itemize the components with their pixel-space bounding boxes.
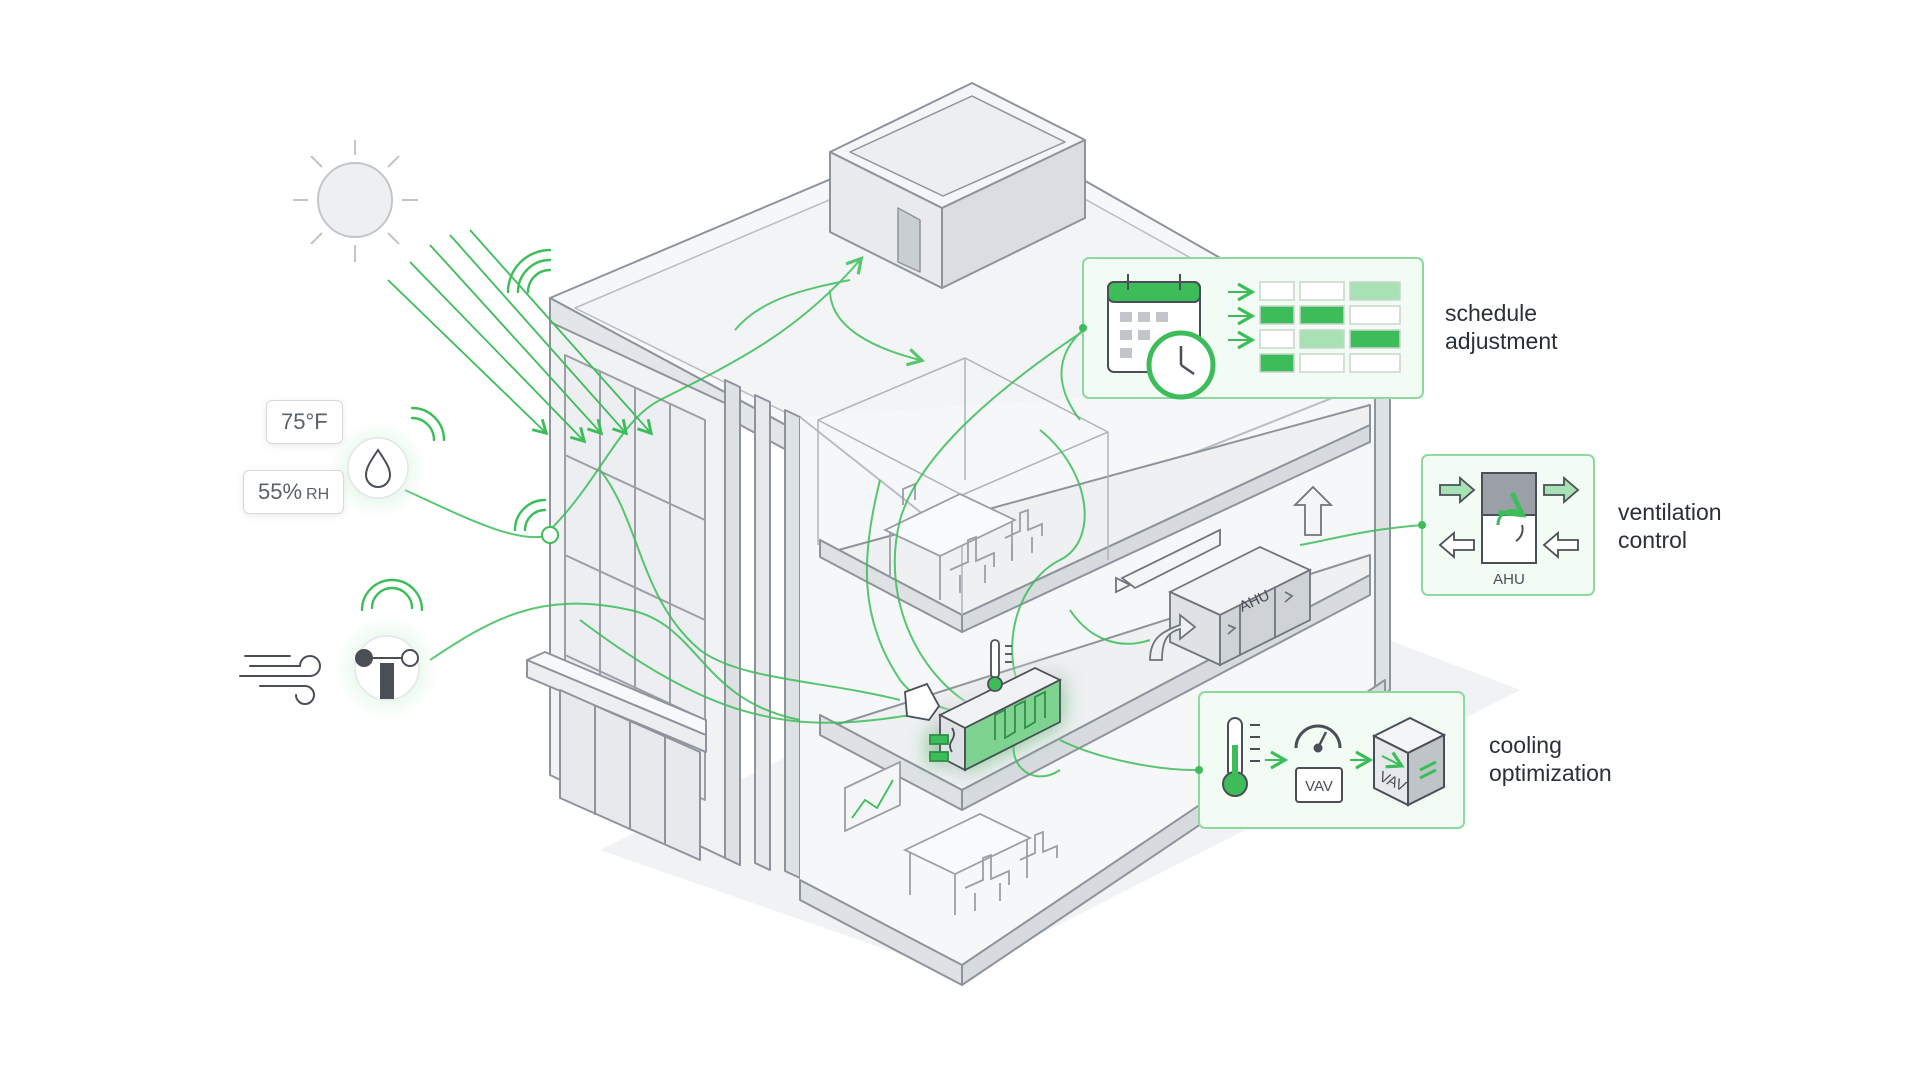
schedule-arrows: [1228, 282, 1256, 350]
callout-schedule-line1: schedule: [1445, 300, 1538, 326]
callout-schedule: schedule adjustment: [1445, 299, 1558, 355]
damper-icon: [904, 682, 941, 721]
humidity-sensor: [330, 422, 426, 518]
thermometer-icon: [1222, 717, 1260, 797]
data-flow-lines: [404, 256, 1423, 778]
schedule-panel: [1079, 257, 1424, 400]
humidity-unit: RH: [306, 486, 330, 503]
airflow-arrows: [1438, 476, 1580, 559]
thermometer-icon: [987, 639, 1012, 692]
callout-ventilation-line2: control: [1618, 527, 1688, 553]
vav-box: [1295, 767, 1343, 803]
callout-cooling-line2: optimization: [1489, 760, 1612, 786]
cooling-panel: [1195, 691, 1465, 829]
gauge-icon: [1294, 724, 1342, 753]
humidity-value: 55%: [258, 479, 303, 504]
office-desk-upper: [882, 482, 1043, 600]
callout-schedule-line2: adjustment: [1445, 328, 1558, 354]
vav-unit: [1371, 716, 1447, 807]
cooling-coil-unit: [929, 666, 1063, 772]
wind-icon: [239, 655, 321, 705]
ahu-unit-label: AHU: [1493, 571, 1525, 588]
office-desk-lower: [844, 760, 1058, 915]
anemometer-sensor: [335, 616, 439, 720]
ahu-unit: [1115, 485, 1334, 667]
anemometer-icon: [355, 649, 419, 699]
sun-icon: [293, 140, 418, 262]
callout-ventilation-line1: ventilation: [1618, 499, 1722, 525]
ventilation-panel: [1418, 454, 1595, 596]
wifi-signal-icon: [360, 248, 552, 612]
temperature-readout: 75°F: [266, 400, 343, 444]
callout-ventilation: ventilation control: [1618, 498, 1722, 554]
temperature-value: 75°F: [281, 409, 328, 434]
vav-label: VAV: [1305, 778, 1333, 795]
clock-icon: [1146, 330, 1216, 400]
callout-cooling: cooling optimization: [1489, 731, 1612, 787]
callout-cooling-line1: cooling: [1489, 732, 1562, 758]
sensor-node: [541, 526, 559, 544]
solar-rays: [387, 229, 654, 444]
schedule-grid: [1259, 281, 1401, 373]
rooftop-unit: [829, 82, 1086, 289]
meeting-room-upper: [817, 357, 1109, 615]
humidity-readout: 55%RH: [243, 470, 345, 514]
humidity-drop-icon: [364, 448, 392, 488]
